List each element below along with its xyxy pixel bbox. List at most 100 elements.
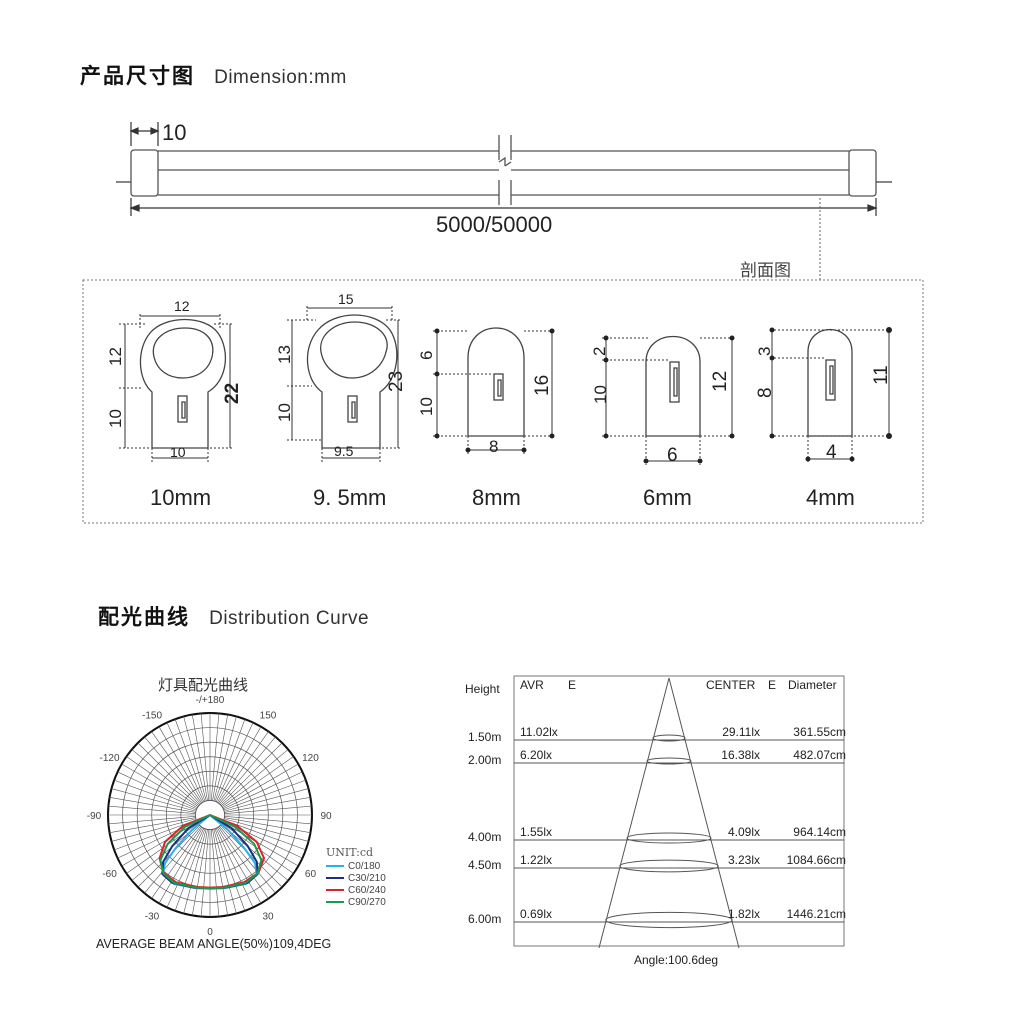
polar-spoke — [221, 756, 294, 807]
profile-4mm-bottom: 4 — [826, 442, 837, 463]
left-end-cap — [130, 149, 159, 197]
polar-spoke — [144, 825, 201, 894]
profile-10mm-bottom: 10 — [170, 444, 186, 460]
polar-spoke — [215, 828, 254, 908]
row-diameter: 1084.66cm — [787, 853, 846, 867]
polar-spoke — [191, 714, 208, 801]
row-avr: 11.02lx — [520, 725, 558, 739]
polar-spoke — [174, 828, 206, 911]
profile-10mm-h-upper: 12 — [106, 347, 125, 366]
polar-spoke — [215, 722, 254, 802]
profile-10mm-h-lower: 10 — [106, 409, 125, 428]
polar-spoke — [220, 742, 283, 805]
distribution-title-en: Distribution Curve — [209, 608, 370, 629]
polar-spoke — [109, 817, 196, 834]
distribution-title-cn: 配光曲线 — [98, 605, 190, 629]
profile-6mm-h-upper: 2 — [590, 347, 609, 356]
polar-angle-label: -120 — [100, 753, 120, 764]
polar-spoke — [111, 788, 197, 812]
polar-spoke — [217, 827, 262, 904]
cone — [598, 677, 740, 949]
profile-10mm — [119, 314, 234, 462]
polar-spoke — [223, 779, 306, 811]
polar-spoke — [111, 818, 197, 842]
profile-9-5mm — [287, 306, 402, 462]
profile-9-5mm-h-upper: 13 — [275, 345, 294, 364]
row-height: 6.00m — [468, 912, 501, 926]
length-label: 5000/50000 — [436, 212, 552, 237]
polar-spoke — [212, 829, 229, 916]
height-header: Height — [465, 682, 500, 696]
beam-angle-label: AVERAGE BEAM ANGLE(50%)109,4DEG — [96, 937, 331, 951]
polar-spoke — [151, 826, 202, 899]
center-header: CENTER — [706, 678, 756, 692]
legend-label-c0: C0/180 — [348, 861, 381, 872]
polar-spoke — [114, 779, 197, 811]
profile-10mm-name: 10mm — [150, 485, 211, 510]
polar-spoke — [218, 731, 269, 804]
profile-6mm-name: 6mm — [643, 485, 692, 510]
cone-ellipse — [646, 757, 692, 765]
row-diameter: 1446.21cm — [787, 907, 846, 921]
polar-spoke — [200, 829, 210, 917]
row-avr: 6.20lx — [520, 748, 552, 762]
polar-spoke — [220, 749, 289, 806]
polar-spoke — [117, 771, 197, 810]
end-cap-dimension — [129, 122, 160, 146]
profile-6mm-total: 12 — [710, 371, 731, 392]
polar-spoke — [166, 828, 205, 908]
polar-spoke — [109, 796, 196, 813]
curve-c90 — [159, 814, 263, 890]
polar-angle-label: 150 — [260, 711, 277, 722]
dimension-drawing: 10 5000/50000 剖面图 — [82, 120, 924, 524]
right-end-cap — [848, 149, 877, 197]
profile-9-5mm-h-lower: 10 — [275, 403, 294, 422]
cone-angle-label: Angle:100.6deg — [634, 953, 718, 967]
dimension-title-cn: 产品尺寸图 — [80, 64, 195, 88]
polar-chart: 灯具配光曲线 -/+1801501209060300-30-60-90-120-… — [87, 676, 386, 951]
polar-spoke — [224, 815, 312, 825]
cone-ellipse — [619, 859, 719, 873]
polar-angle-label: 90 — [320, 811, 332, 822]
polar-angle-label: 120 — [302, 753, 319, 764]
polar-angle-label: -60 — [102, 869, 117, 880]
polar-title: 灯具配光曲线 — [158, 676, 248, 694]
legend-label-c60: C60/240 — [348, 885, 386, 896]
polar-angle-label: 60 — [305, 869, 317, 880]
row-center: 3.23lx — [728, 853, 760, 867]
row-center: 1.82lx — [728, 907, 760, 921]
profiles-frame — [82, 279, 924, 524]
polar-spoke — [151, 731, 202, 804]
row-avr: 1.55lx — [520, 825, 552, 839]
dimension-title: 产品尺寸图 Dimension:mm — [80, 60, 347, 90]
polar-spoke — [224, 805, 312, 815]
cone-ellipse — [605, 911, 733, 929]
row-height: 1.50m — [468, 730, 501, 744]
profile-4mm-name: 4mm — [806, 485, 855, 510]
polar-spoke — [214, 719, 246, 802]
avr-header: AVR — [520, 678, 544, 692]
polar-spoke — [131, 749, 200, 806]
polar-spoke — [213, 716, 237, 802]
row-height: 4.50m — [468, 858, 501, 872]
polar-spoke — [223, 818, 309, 842]
polar-spoke — [213, 828, 237, 914]
legend-label-c90: C90/270 — [348, 897, 386, 908]
profile-8mm-h-lower: 10 — [417, 397, 436, 416]
polar-spoke — [223, 771, 303, 810]
profile-10mm-top: 12 — [174, 298, 190, 314]
profile-4mm-h-upper: 3 — [755, 347, 774, 356]
profile-9-5mm-top: 15 — [338, 291, 354, 307]
profile-4mm — [770, 329, 890, 462]
length-dimension — [129, 198, 878, 216]
row-center: 16.38lx — [721, 748, 760, 762]
polar-spoke — [217, 726, 262, 803]
polar-spoke — [158, 827, 203, 904]
polar-spoke — [214, 828, 246, 911]
strip-diagram — [116, 135, 892, 205]
profile-8mm-name: 8mm — [472, 485, 521, 510]
